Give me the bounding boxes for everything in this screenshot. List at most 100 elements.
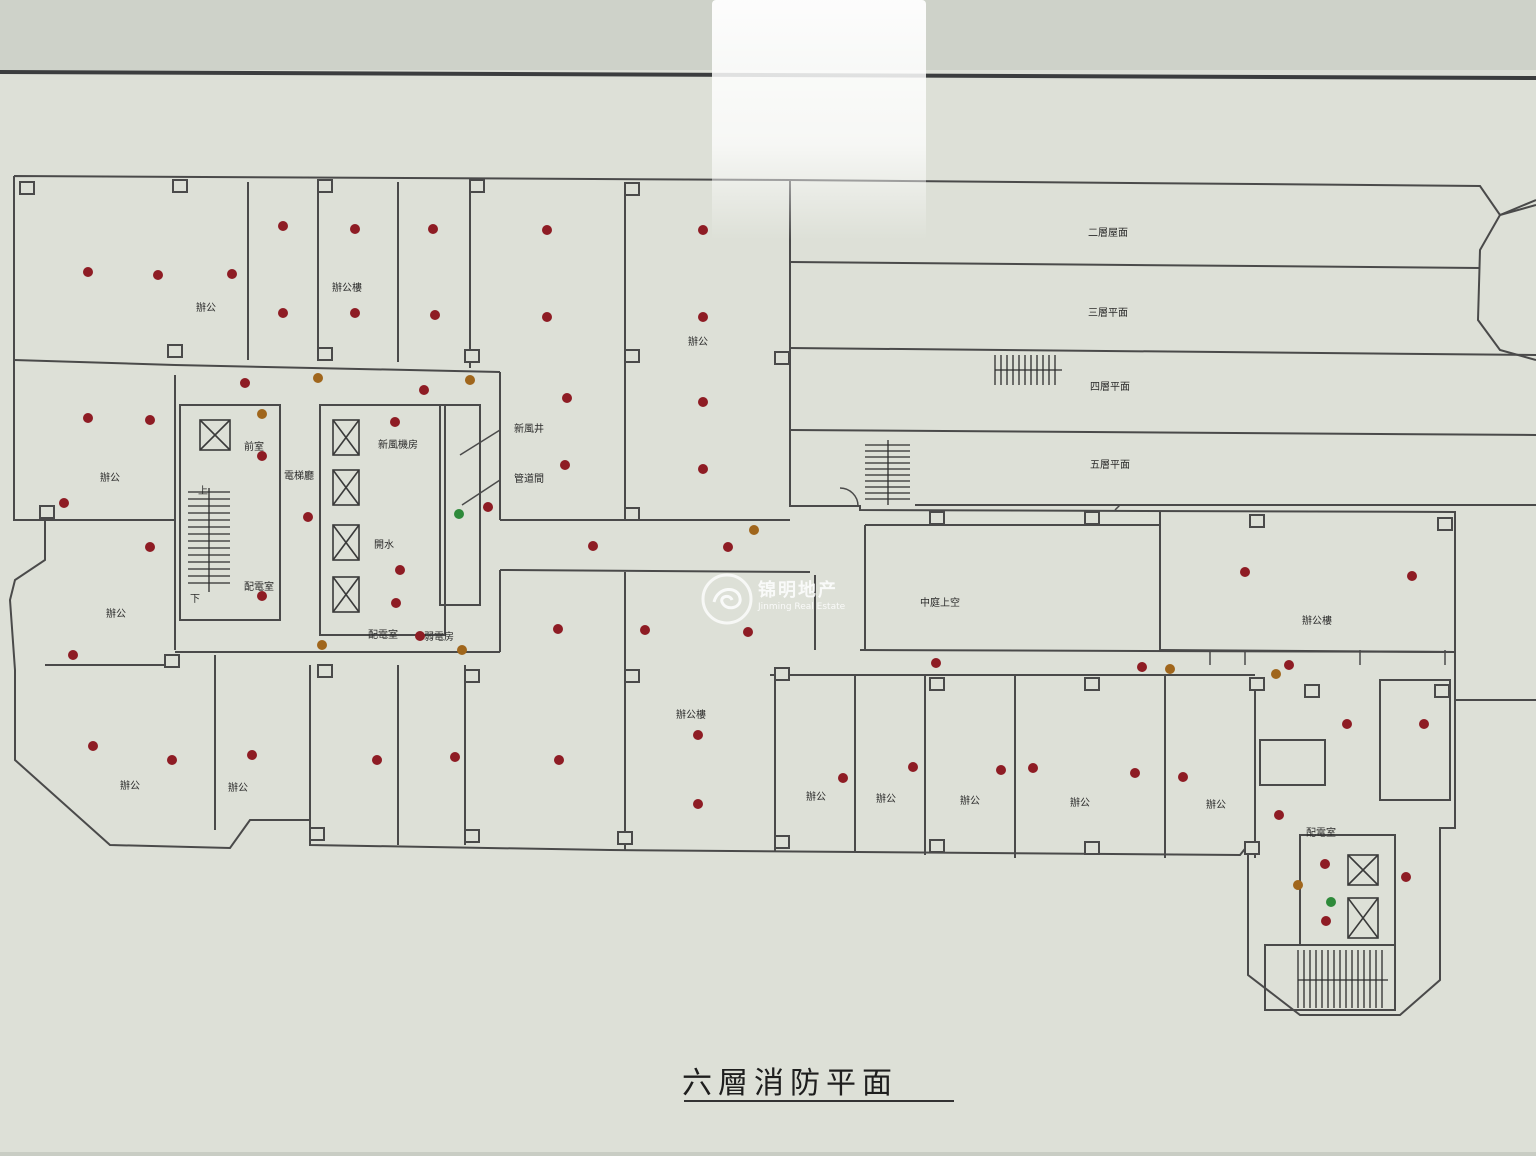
sprinkler-marker: [145, 415, 155, 425]
sprinkler-marker: [278, 221, 288, 231]
sprinkler-marker: [1320, 859, 1330, 869]
sprinkler-marker: [698, 312, 708, 322]
sprinkler-marker: [640, 625, 650, 635]
watermark-chinese-text: 锦明地产: [758, 580, 838, 601]
room-label-office-sw1: 辦公: [120, 781, 140, 792]
sprinkler-marker: [693, 730, 703, 740]
room-label-pipe-room: 管道間: [514, 474, 544, 485]
room-label-elevator-hall: 電梯廳: [284, 471, 314, 482]
walls: [8, 175, 1536, 1016]
sprinkler-marker: [428, 224, 438, 234]
sprinkler-marker: [1274, 810, 1284, 820]
smoke-detector-marker: [257, 409, 267, 419]
sprinkler-marker: [1284, 660, 1294, 670]
sprinkler-marker: [1401, 872, 1411, 882]
sprinkler-marker: [153, 270, 163, 280]
room-label-office-s2: 辦公: [876, 794, 896, 805]
sprinkler-marker: [542, 312, 552, 322]
sprinkler-marker: [560, 460, 570, 470]
sprinkler-marker: [450, 752, 460, 762]
title-underline: [684, 1100, 954, 1102]
sprinkler-marker: [698, 397, 708, 407]
smoke-detector-marker: [313, 373, 323, 383]
sprinkler-marker: [145, 542, 155, 552]
smoke-detector-marker: [1165, 664, 1175, 674]
ceiling-light-reflection: [712, 0, 926, 240]
sprinkler-marker: [167, 755, 177, 765]
room-label-floor-4: 四層平面: [1090, 382, 1130, 393]
sprinkler-marker: [419, 385, 429, 395]
sprinkler-marker: [395, 565, 405, 575]
sprinkler-marker: [1342, 719, 1352, 729]
sprinkler-marker: [1028, 763, 1038, 773]
room-label-office-sw2: 辦公: [228, 783, 248, 794]
room-label-office-w1: 辦公: [100, 473, 120, 484]
sprinkler-marker: [83, 413, 93, 423]
sprinkler-marker: [743, 627, 753, 637]
room-label-office-s4: 辦公: [1070, 798, 1090, 809]
sprinkler-marker: [303, 512, 313, 522]
room-label-distribution-ne: 配電室: [244, 582, 274, 593]
smoke-detector-marker: [317, 640, 327, 650]
hydrant-marker: [454, 509, 464, 519]
swirl-logo-icon: [701, 573, 753, 625]
sprinkler-marker: [1137, 662, 1147, 672]
sprinkler-marker: [350, 308, 360, 318]
sprinkler-marker: [693, 799, 703, 809]
sprinkler-marker: [483, 502, 493, 512]
sprinkler-marker: [88, 741, 98, 751]
room-label-weak-current: 弱電房: [424, 632, 454, 643]
sprinkler-marker: [391, 598, 401, 608]
room-label-atrium: 中庭上空: [920, 598, 960, 609]
sprinkler-marker: [1419, 719, 1429, 729]
sprinkler-marker: [931, 658, 941, 668]
room-label-office-s1: 辦公: [806, 792, 826, 803]
sprinkler-marker: [350, 224, 360, 234]
smoke-detector-marker: [465, 375, 475, 385]
room-label-plumbing: 開水: [374, 540, 394, 551]
sprinkler-marker: [240, 378, 250, 388]
sprinkler-marker: [698, 464, 708, 474]
room-label-floor-3: 三層平面: [1088, 308, 1128, 319]
room-label-distribution-w: 配電室: [368, 630, 398, 641]
sprinkler-marker: [908, 762, 918, 772]
sprinkler-marker: [415, 631, 425, 641]
sprinkler-marker: [83, 267, 93, 277]
sprinkler-marker: [1130, 768, 1140, 778]
room-label-fresh-air-shaft: 新風井: [514, 424, 544, 435]
sprinkler-marker: [430, 310, 440, 320]
sprinkler-marker: [553, 624, 563, 634]
sprinkler-marker: [390, 417, 400, 427]
room-label-office-n2: 辦公樓: [332, 283, 362, 294]
sprinkler-marker: [68, 650, 78, 660]
watermark-english-text: Jinming Real Estate: [758, 602, 846, 612]
sprinkler-marker: [1240, 567, 1250, 577]
room-label-stair-down: 下: [190, 594, 200, 605]
room-label-distribution-e: 配電室: [1306, 828, 1336, 839]
sprinkler-marker: [588, 541, 598, 551]
room-label-front-room: 前室: [244, 442, 264, 453]
sprinkler-marker: [1407, 571, 1417, 581]
plan-title: 六層消防平面: [682, 1066, 898, 1101]
room-label-office-s3: 辦公: [960, 796, 980, 807]
sprinkler-marker: [562, 393, 572, 403]
smoke-detector-marker: [457, 645, 467, 655]
elevator-shafts: [199, 419, 1379, 939]
sprinkler-marker: [257, 591, 267, 601]
room-label-floor-5: 五層平面: [1090, 460, 1130, 471]
paper-sheet: [0, 70, 1536, 1152]
sprinkler-marker: [698, 225, 708, 235]
detail-lines: [459, 429, 1446, 665]
sprinkler-marker: [1178, 772, 1188, 782]
room-label-fresh-air-room: 新風機房: [378, 440, 418, 451]
room-label-roof-2: 二層屋面: [1088, 228, 1128, 239]
room-label-office-s-mid: 辦公樓: [676, 710, 706, 721]
sprinkler-marker: [247, 750, 257, 760]
sprinkler-marker: [554, 755, 564, 765]
sprinkler-marker: [59, 498, 69, 508]
room-label-office-w2: 辦公: [106, 609, 126, 620]
smoke-detector-marker: [1271, 669, 1281, 679]
smoke-detector-marker: [1293, 880, 1303, 890]
sprinkler-markers: [59, 221, 1429, 926]
